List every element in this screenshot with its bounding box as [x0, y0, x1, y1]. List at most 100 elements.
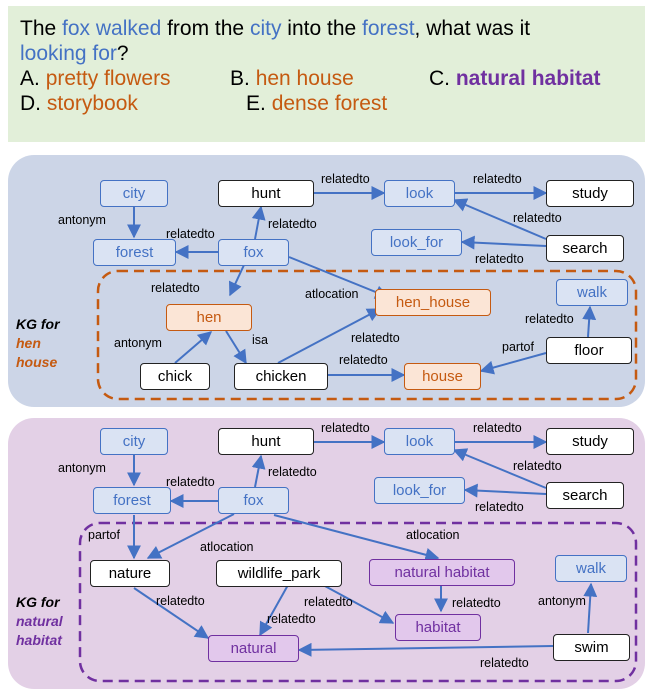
edge-fox-nature: [146, 513, 235, 559]
option-text: dense forest: [271, 92, 388, 115]
option-letter: A.: [20, 67, 40, 90]
edge-label: relatedto: [268, 217, 317, 231]
edge-label: relatedto: [321, 421, 370, 435]
edge-fox-nh: [273, 514, 440, 562]
node-look-for: look_for: [374, 477, 465, 504]
edge-search-look: [452, 198, 547, 240]
kg-title-line: house: [16, 354, 58, 370]
option-b: B. hen house: [230, 66, 354, 91]
edge-label: partof: [502, 340, 534, 354]
node-look: look: [384, 180, 455, 207]
node-natural: natural: [208, 635, 299, 662]
edge-hen-chicken: [225, 330, 247, 365]
question-seg: from the: [161, 17, 250, 40]
node-natural-habitat: natural habitat: [369, 559, 515, 586]
kg2-subgraph-frame: [78, 521, 638, 683]
edge-label: relatedto: [156, 594, 205, 608]
edge-label: relatedto: [513, 211, 562, 225]
node-wildlife-park: wildlife_park: [216, 560, 342, 587]
edge-fox-henhouse: [288, 256, 390, 299]
node-walk: walk: [556, 279, 628, 306]
node-study: study: [546, 428, 634, 455]
edge-search-lookfor: [460, 235, 547, 250]
node-forest: forest: [93, 239, 176, 266]
edge-label: relatedto: [525, 312, 574, 326]
edge-swim-walk: [583, 582, 598, 634]
node-hen: hen: [166, 304, 252, 331]
edge-wp-habitat: [322, 584, 395, 624]
option-letter: B.: [230, 67, 250, 90]
kg1-subgraph-frame: [96, 269, 638, 401]
edge-label: partof: [88, 528, 120, 542]
option-text: storybook: [46, 92, 138, 115]
question-seg: into the: [281, 17, 363, 40]
kg-title-line: hen: [16, 335, 41, 351]
question-seg: looking for: [20, 42, 117, 65]
edge-label: relatedto: [339, 353, 388, 367]
kg1-title: KG for hen house: [16, 315, 60, 372]
edge-fox-hunt: [251, 205, 266, 240]
kg2-title: KG for natural habitat: [16, 593, 63, 650]
node-floor: floor: [546, 337, 632, 364]
edge-label: atlocation: [200, 540, 254, 554]
node-hen-house: hen_house: [375, 289, 491, 316]
edge-floor-house: [479, 352, 547, 375]
options-row-2: D. storybook E. dense forest: [20, 91, 633, 116]
node-house: house: [404, 363, 481, 390]
node-chick: chick: [140, 363, 210, 390]
edge-label: atlocation: [406, 528, 460, 542]
kg-title-line: habitat: [16, 632, 62, 648]
edge-label: relatedto: [267, 612, 316, 626]
option-d: D. storybook: [20, 91, 138, 116]
edge-label: relatedto: [166, 475, 215, 489]
edge-label: relatedto: [321, 172, 370, 186]
edge-label: relatedto: [304, 595, 353, 609]
kg-panel-hen-house: city hunt look study forest fox look_for…: [8, 155, 645, 407]
node-look-for: look_for: [371, 229, 462, 256]
edge-label: relatedto: [513, 459, 562, 473]
edge-label: relatedto: [473, 421, 522, 435]
edge-label: relatedto: [475, 252, 524, 266]
kg-title-line: natural: [16, 613, 63, 629]
edge-label: isa: [252, 333, 268, 347]
edge-label: antonym: [114, 336, 162, 350]
edge-search-look: [452, 448, 547, 489]
node-fox: fox: [218, 239, 289, 266]
edge-swim-natural: [297, 642, 554, 657]
edge-chick-hen: [174, 331, 213, 364]
node-walk: walk: [555, 555, 627, 582]
edge-search-lookfor: [463, 483, 547, 498]
option-letter: C.: [429, 67, 450, 90]
kg1-edges: [96, 186, 638, 401]
question-seg: city: [249, 17, 282, 40]
edge-label: antonym: [58, 213, 106, 227]
question-text: The fox walked from the city into the fo…: [20, 16, 633, 66]
node-fox: fox: [218, 487, 289, 514]
edge-floor-walk: [582, 305, 597, 338]
kg2-edges: [78, 435, 638, 683]
options-row-1: A. pretty flowers B. hen house C. natura…: [20, 66, 633, 91]
option-a: A. pretty flowers: [20, 66, 171, 91]
node-habitat: habitat: [395, 614, 481, 641]
question-seg: forest: [362, 17, 415, 40]
option-c: C. natural habitat: [429, 66, 601, 91]
edge-fox-hunt: [251, 454, 266, 488]
option-letter: E.: [246, 92, 266, 115]
node-swim: swim: [553, 634, 630, 661]
node-study: study: [546, 180, 634, 207]
question-box: The fox walked from the city into the fo…: [8, 6, 645, 142]
question-seg: , what was it: [414, 17, 531, 40]
kg-title-line: KG for: [16, 594, 60, 610]
node-hunt: hunt: [218, 428, 314, 455]
edge-label: relatedto: [351, 331, 400, 345]
edge-label: relatedto: [166, 227, 215, 241]
edge-fox-hen: [228, 264, 245, 297]
kg-title-line: KG for: [16, 316, 60, 332]
question-seg: ?: [116, 42, 129, 65]
edge-wp-natural: [259, 584, 289, 637]
option-e: E. dense forest: [246, 91, 387, 116]
node-nature: nature: [90, 560, 170, 587]
node-city: city: [100, 180, 168, 207]
kg-panel-natural-habitat: city hunt look study forest fox look_for…: [8, 418, 645, 689]
edge-label: antonym: [58, 461, 106, 475]
